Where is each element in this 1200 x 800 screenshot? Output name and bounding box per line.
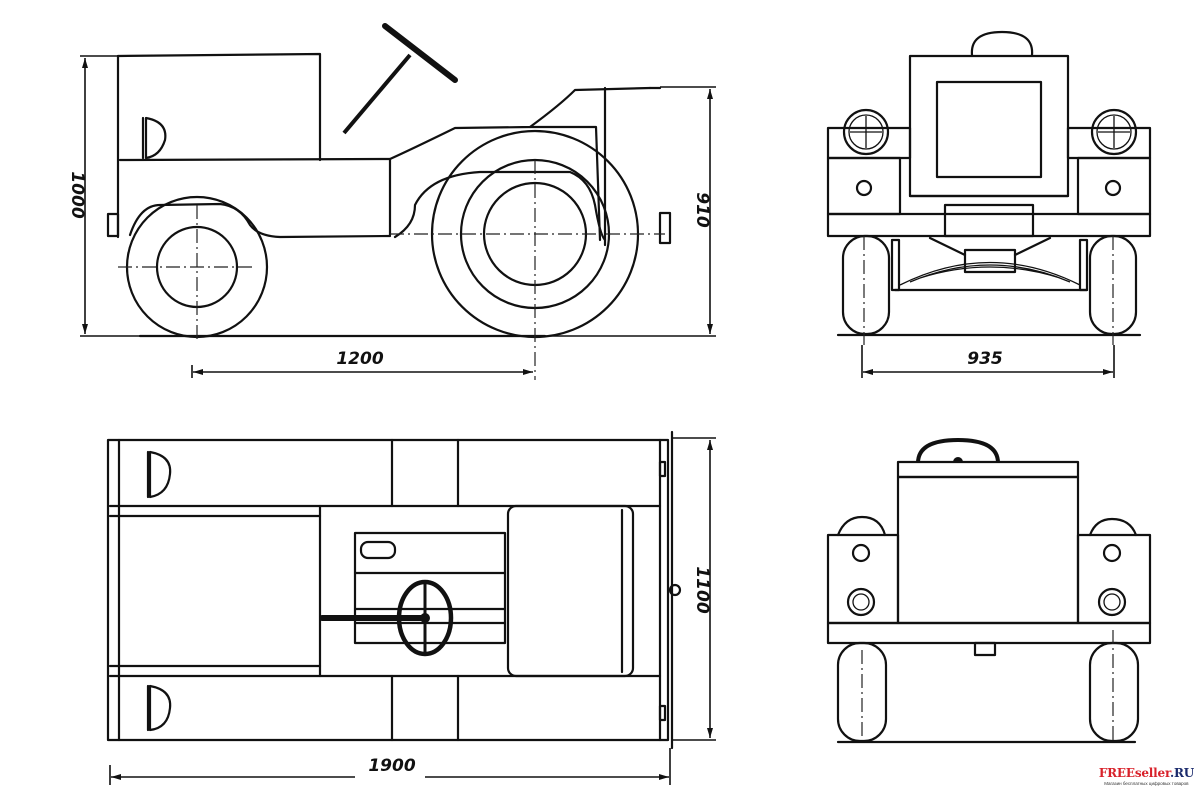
right-headlamp-icon xyxy=(1090,108,1138,156)
dim-track-width: 935 xyxy=(967,349,1003,369)
rear-view xyxy=(826,437,1152,744)
top-view: 1100 1900 xyxy=(106,430,716,785)
seat-top-rear xyxy=(896,460,1080,479)
watermark-brand-part2: .RU xyxy=(1169,766,1194,780)
front-bumper-bar xyxy=(826,212,1152,238)
radiator-grille xyxy=(935,80,1043,179)
right-headlamp-inner xyxy=(1096,114,1132,150)
front-bumper xyxy=(658,211,672,245)
dim-1900-gap xyxy=(355,758,425,784)
body-lower xyxy=(118,157,392,237)
tow-hitch xyxy=(973,641,997,657)
bonnet xyxy=(388,86,652,161)
left-headlamp-cross xyxy=(850,116,882,148)
front-left-wheel xyxy=(841,234,891,336)
rear-bumper-bar xyxy=(826,621,1152,645)
seat-back-rear xyxy=(896,475,1080,625)
right-knuckle xyxy=(1078,238,1089,292)
steering-hub xyxy=(420,613,430,623)
left-headlamp-icon xyxy=(842,108,890,156)
tow-hook-icon xyxy=(668,583,682,597)
top-outline xyxy=(106,438,670,742)
left-sidelight-icon xyxy=(855,179,873,197)
rear-bumper xyxy=(106,212,120,238)
rear-left-wheel xyxy=(836,641,888,743)
dim-rear-height: 910 xyxy=(692,192,712,228)
rear-lamp-icon xyxy=(141,116,167,160)
steering-wheel-top xyxy=(970,30,1034,57)
watermark: FREEseller.RU Магазин бесплатных цифровы… xyxy=(1099,766,1194,786)
rear-right-wheel xyxy=(1088,641,1140,743)
bonnet-top-view xyxy=(506,504,635,678)
spring-clamp xyxy=(963,248,1017,274)
rear-fender xyxy=(128,202,392,239)
suspension-arm-right xyxy=(1013,236,1052,257)
dim-overall-length: 1900 xyxy=(368,756,415,776)
rear-lamp-lower-icon xyxy=(146,684,172,732)
watermark-brand-part1: FREEseller xyxy=(1098,766,1170,780)
right-tail-light-icon xyxy=(1102,543,1122,563)
right-headlamp-cross xyxy=(1098,116,1130,148)
left-brake-light-icon xyxy=(846,587,876,617)
left-tail-light-icon xyxy=(851,543,871,563)
right-sidelight-icon xyxy=(1104,179,1122,197)
steering-wheel-side xyxy=(382,23,458,83)
seat-box xyxy=(116,52,322,162)
front-marker-lower xyxy=(658,704,667,722)
leaf-spring xyxy=(899,261,1081,286)
bonnet-front xyxy=(528,125,602,242)
dashboard xyxy=(353,531,507,645)
right-fender-rear xyxy=(1088,517,1138,537)
steering-column xyxy=(342,53,412,135)
steering-wheel-rear xyxy=(916,437,1000,464)
left-brake-light-inner xyxy=(852,593,870,611)
left-side-panel xyxy=(826,156,902,216)
fuel-cap-icon xyxy=(359,540,397,560)
left-knuckle xyxy=(890,238,901,292)
watermark-brand: FREEseller.RU xyxy=(1099,766,1194,780)
front-view: 935 xyxy=(826,30,1152,378)
left-fender-rear xyxy=(836,515,887,537)
right-brake-light-icon xyxy=(1097,587,1127,617)
rear-lamp-upper-icon xyxy=(146,450,172,499)
side-view: 1000 910 1200 xyxy=(67,23,716,380)
right-side-panel xyxy=(1076,156,1152,216)
radiator-housing xyxy=(908,54,1070,198)
left-headlamp-inner xyxy=(848,114,884,150)
dim-overall-width: 1100 xyxy=(692,566,712,613)
suspension-arm-left xyxy=(928,236,967,257)
front-marker-upper xyxy=(658,460,667,478)
front-fender xyxy=(393,170,607,242)
right-brake-light-inner xyxy=(1103,593,1121,611)
dim-side-height: 1000 xyxy=(67,171,87,218)
watermark-tagline: Магазин бесплатных цифровых товаров xyxy=(1104,781,1189,786)
bumper-center-block xyxy=(943,203,1035,238)
dim-wheelbase: 1200 xyxy=(336,349,383,369)
